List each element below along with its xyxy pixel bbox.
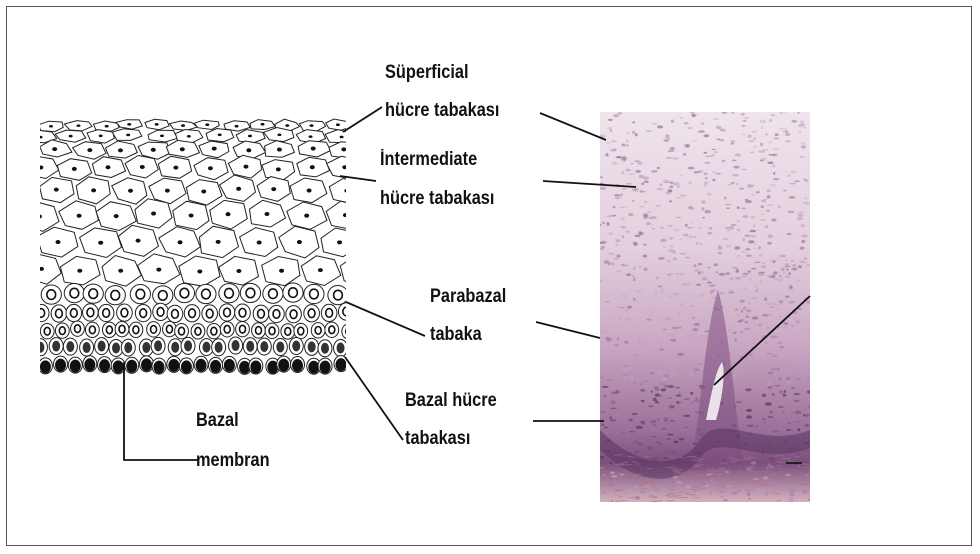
intermediate-label-line1: İntermediate (380, 145, 477, 175)
bazal-cell-leader-left (345, 357, 403, 440)
bazal-membrane-label-line1: Bazal (196, 406, 239, 436)
superficial-label-line1: Süperficial (385, 58, 469, 88)
bazal-membrane-label-line2: membran (196, 446, 270, 476)
superficial-leader-right (540, 113, 606, 140)
parabazal-label-line2: tabaka (430, 320, 482, 350)
parabazal-label-line1: Parabazal (430, 282, 506, 312)
bazal-cell-label-line2: tabakası (405, 424, 470, 454)
bazal-cell-label-line1: Bazal hücre (405, 386, 497, 416)
bazal-membrane-leader (124, 362, 198, 460)
histology-micrograph (597, 110, 815, 504)
superficial-label-line2: hücre tabakası (385, 96, 499, 126)
superficial-leader-left (343, 107, 382, 132)
epithelium-drawing (21, 119, 379, 374)
parabazal-leader-right (536, 322, 600, 338)
intermediate-label-line2: hücre tabakası (380, 184, 494, 214)
parabazal-leader-left (346, 302, 425, 336)
